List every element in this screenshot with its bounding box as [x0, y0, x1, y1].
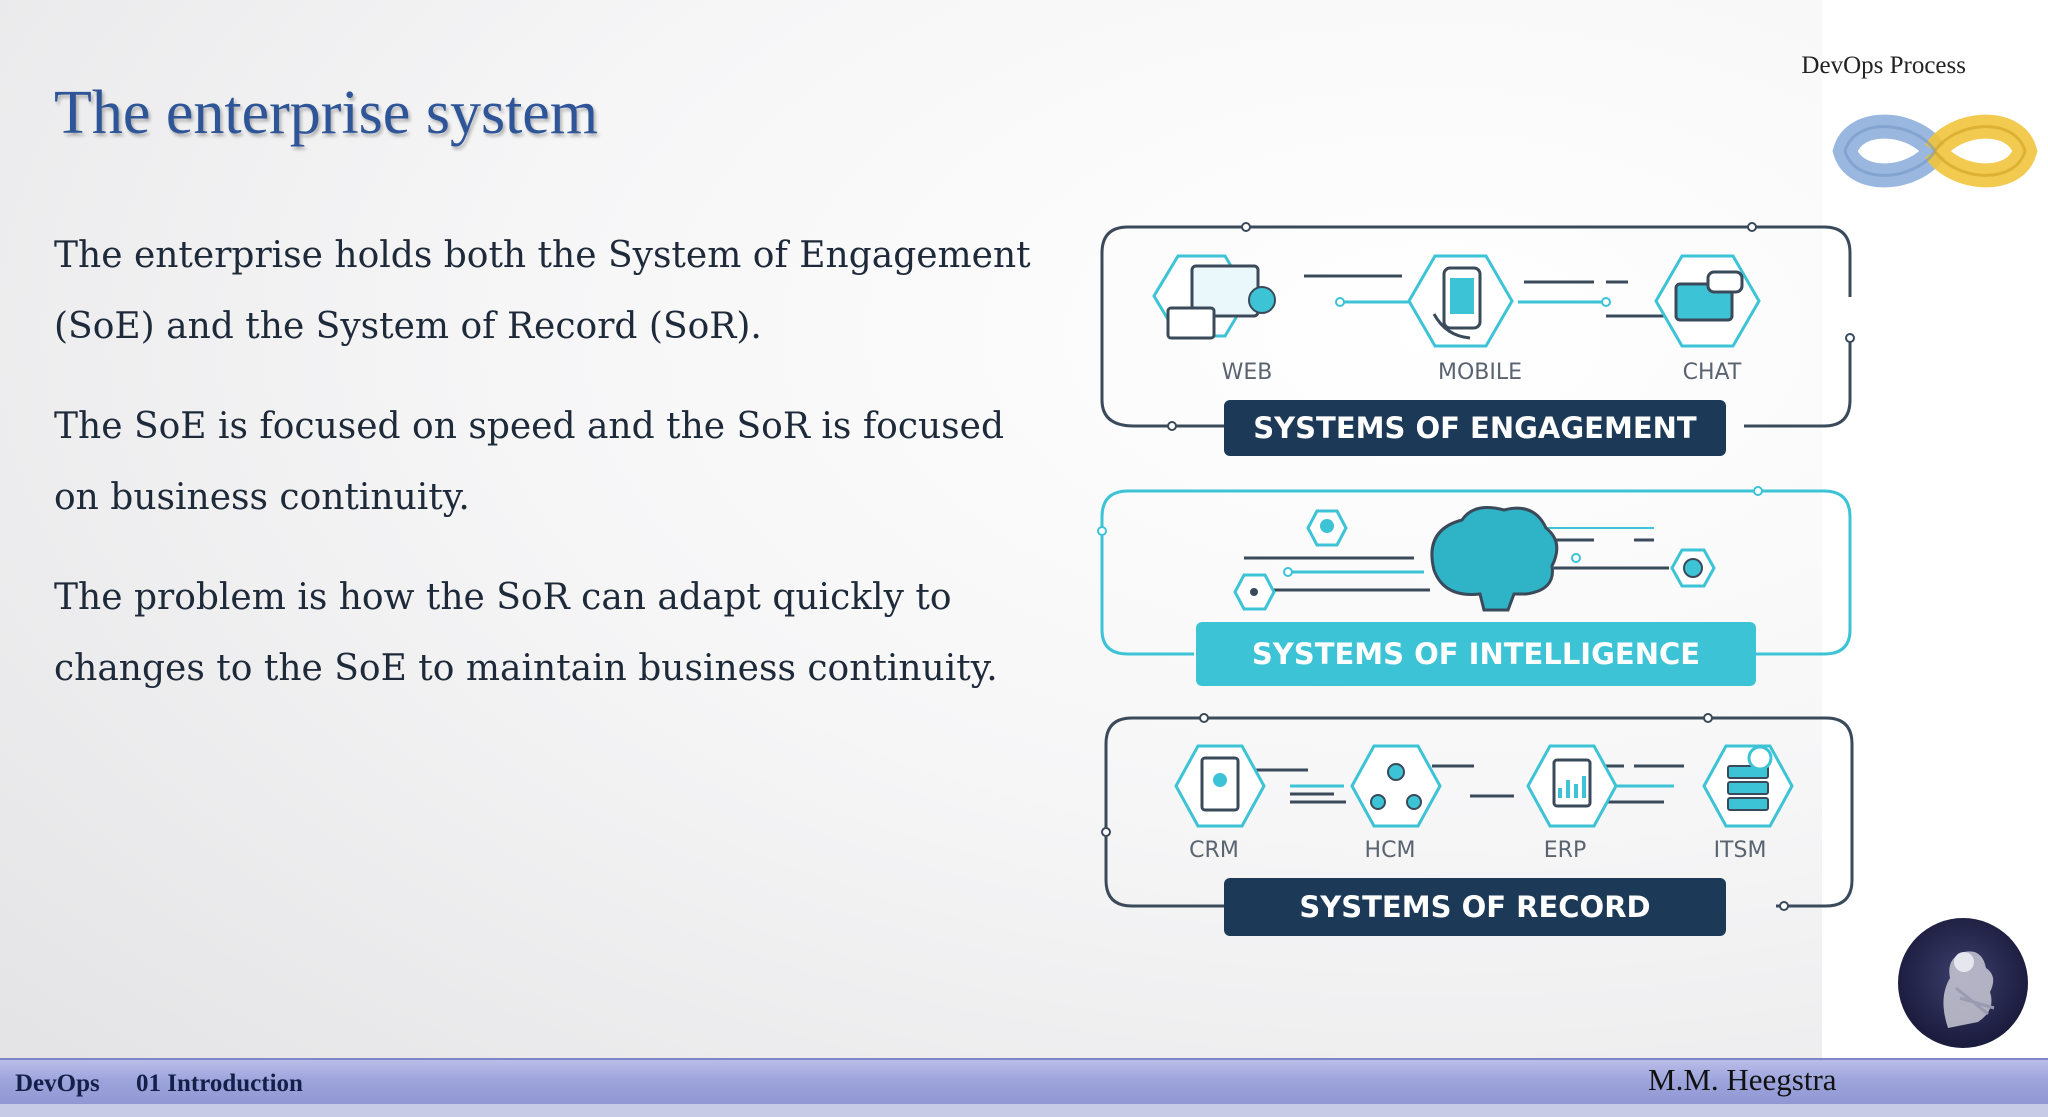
engagement-group: WEB MOBILE CHAT SYSTEMS OF ENGAGEMENT: [1100, 222, 1855, 456]
slide-title: The enterprise system: [54, 79, 599, 147]
intelligence-banner: [1196, 622, 1756, 686]
footer-underline: [0, 1104, 2048, 1117]
record-item-crm: CRM: [1189, 838, 1239, 863]
devops-process-label: DevOps Process: [1801, 52, 1966, 79]
record-item-erp: ERP: [1544, 838, 1586, 863]
hcm-icon: [1350, 744, 1442, 828]
footer-chapter: 01 Introduction: [136, 1070, 303, 1097]
record-item-itsm: ITSM: [1714, 838, 1767, 863]
paragraph-1: The enterprise holds both the System of …: [54, 235, 1031, 347]
engagement-banner: [1224, 400, 1726, 456]
slide-body: The enterprise holds both the System of …: [54, 220, 1054, 733]
record-group: CRM HCM ERP ITSM SYSTEMS OF RECORD: [1101, 713, 1854, 936]
avatar: [1898, 918, 2028, 1048]
brain-icon: [1430, 506, 1559, 612]
paragraph-3: The problem is how the SoR can adapt qui…: [54, 577, 998, 689]
record-banner-label: SYSTEMS OF RECORD: [1299, 890, 1650, 924]
footer-course: DevOps: [15, 1070, 100, 1097]
footer-bar: DevOps 01 Introduction M.M. Heegstra: [0, 1058, 2048, 1106]
engagement-item-chat: CHAT: [1683, 360, 1742, 385]
engagement-item-mobile: MOBILE: [1438, 360, 1522, 385]
avatar-emblem-icon: [1943, 951, 1995, 1028]
engagement-item-web: WEB: [1222, 360, 1273, 385]
enterprise-systems-diagram: WEB MOBILE CHAT SYSTEMS OF ENGAGEMENT SY…: [1097, 222, 1855, 936]
paragraph-2: The SoE is focused on speed and the SoR …: [54, 406, 1004, 518]
record-item-hcm: HCM: [1365, 838, 1416, 863]
infinity-loop-icon: [1832, 114, 2038, 188]
intelligence-group: SYSTEMS OF INTELLIGENCE: [1097, 486, 1852, 686]
engagement-banner-label: SYSTEMS OF ENGAGEMENT: [1253, 411, 1697, 445]
footer-author: M.M. Heegstra: [1648, 1062, 1837, 1097]
record-banner: [1224, 878, 1726, 936]
intelligence-banner-label: SYSTEMS OF INTELLIGENCE: [1252, 637, 1700, 671]
